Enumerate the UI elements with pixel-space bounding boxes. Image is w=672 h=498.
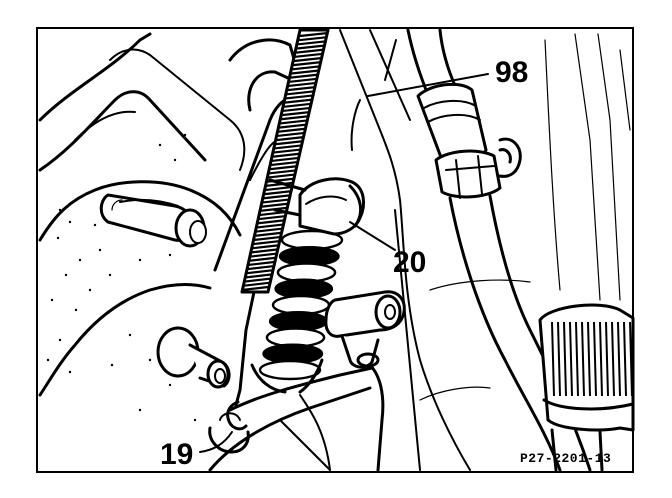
sleeve-rib <box>629 321 633 397</box>
spring-coil <box>297 40 327 46</box>
callout-98: 98 <box>495 56 528 89</box>
spring-coil <box>274 144 302 150</box>
sleeve-rib <box>551 321 555 397</box>
ribbed-sleeve <box>538 303 635 472</box>
spring-coil <box>275 140 303 146</box>
spring-coil <box>280 115 309 121</box>
sleeve-rib <box>605 321 609 397</box>
rubber-bellows <box>250 229 344 394</box>
sleeve-rib <box>575 321 579 397</box>
sleeve-rib <box>587 321 591 397</box>
spring-coil <box>268 169 296 175</box>
sleeve-rib <box>557 321 561 397</box>
spring-coil <box>246 265 274 271</box>
stud-pin-lower <box>156 326 231 389</box>
spring-coil <box>278 123 307 129</box>
spring-coil <box>299 31 329 38</box>
spring-coil <box>277 131 305 138</box>
spring-coil <box>276 136 304 142</box>
spring-coil <box>296 48 325 54</box>
spring-coil <box>289 77 318 83</box>
callout-19: 19 <box>160 438 193 471</box>
sleeve-rib <box>623 321 627 397</box>
sleeve-rib <box>581 321 585 397</box>
spring-coil <box>267 173 295 179</box>
frame-rails <box>339 29 631 471</box>
retaining-clip-19 <box>208 412 250 454</box>
spring-coil <box>292 65 321 71</box>
spring-coil <box>261 198 289 204</box>
fluid-line <box>406 28 592 472</box>
spring-coil <box>273 148 301 154</box>
spring-coil <box>249 252 276 258</box>
spring-coil <box>291 69 320 75</box>
spring-coil <box>278 127 306 133</box>
spring-coil <box>259 206 287 212</box>
spring-coil <box>265 181 293 187</box>
spring-coil <box>279 119 308 125</box>
spring-coil <box>271 156 299 163</box>
spring-coil <box>285 94 314 100</box>
spring-coil <box>250 248 277 254</box>
spring-coil <box>284 98 313 104</box>
clamp-20 <box>268 177 366 236</box>
spring-coil <box>253 235 280 242</box>
spring-coil <box>287 86 316 92</box>
spring-coil <box>270 160 298 167</box>
spring-coil <box>248 256 276 262</box>
spring-coil <box>258 215 285 221</box>
spring-coil <box>293 61 322 67</box>
frame-border <box>36 27 634 473</box>
spring-coil <box>241 285 269 292</box>
spring-coil <box>269 165 297 171</box>
bellows-fold <box>258 359 322 381</box>
spring-coil <box>262 194 290 200</box>
spring-coil <box>298 36 328 42</box>
callout-20: 20 <box>393 246 426 279</box>
spring-coil <box>290 73 319 79</box>
spring-coil <box>297 44 326 50</box>
sleeve-rib <box>563 321 567 397</box>
spring-coil <box>257 219 284 225</box>
spring-coil <box>252 240 279 246</box>
spring-coil <box>244 273 272 279</box>
spring-coil <box>294 56 323 63</box>
stud-pin-upper <box>99 193 207 248</box>
spring-coil <box>254 231 281 237</box>
spring-coil <box>245 269 273 275</box>
spring-coil <box>283 102 312 108</box>
sleeve-rib <box>617 321 621 397</box>
spring-coil <box>272 152 300 158</box>
sleeve-rib <box>611 321 615 397</box>
sleeve-rib <box>599 321 603 397</box>
figure-reference: P27-2201-13 <box>520 451 611 466</box>
sleeve-rib <box>593 321 597 397</box>
spring-coil <box>260 202 288 208</box>
spring-coil <box>255 227 282 233</box>
spring-coil <box>243 277 271 283</box>
spring-coil <box>256 223 283 229</box>
spring-coil <box>251 244 278 250</box>
spring-coil <box>242 281 270 287</box>
spring-coil <box>281 111 310 117</box>
tension-spring <box>226 28 330 431</box>
spring-coil <box>247 260 275 267</box>
spring-coil <box>263 190 291 196</box>
mounting-bracket <box>38 32 246 422</box>
spring-coil <box>288 81 317 88</box>
spring-coil <box>286 90 315 96</box>
sleeve-rib <box>569 321 573 397</box>
link-arm <box>208 363 385 472</box>
spring-coil <box>295 52 324 58</box>
hose-bolt <box>324 290 406 369</box>
spring-coil <box>264 185 292 192</box>
spring-coil <box>282 106 311 113</box>
